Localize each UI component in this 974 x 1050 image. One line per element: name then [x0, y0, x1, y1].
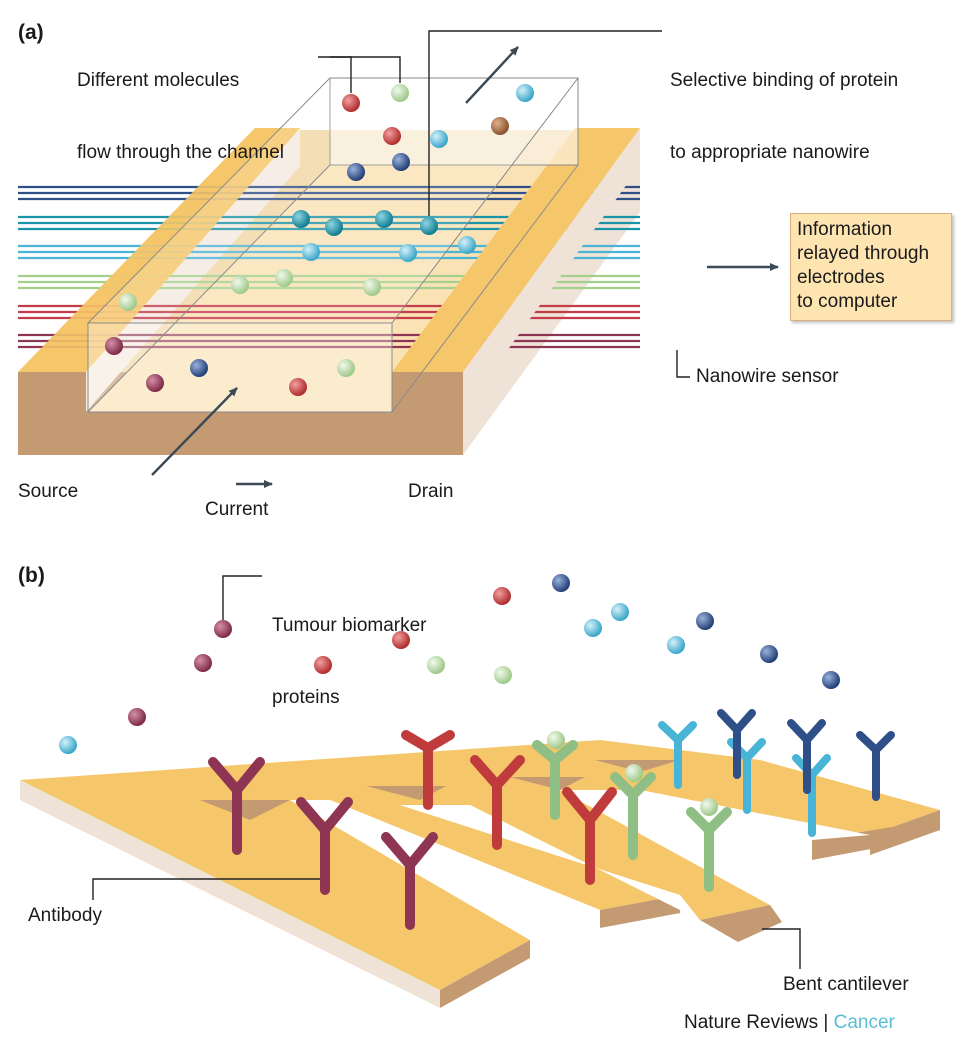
source-electrode-top-front [18, 128, 300, 372]
molecules-label: Different molecules flow through the cha… [77, 21, 284, 189]
drain-label: Drain [408, 481, 454, 502]
molecules-label-line-2: flow through the channel [77, 142, 285, 163]
credit-publisher: Nature Reviews [684, 1012, 819, 1033]
current-label: Current [205, 499, 269, 520]
info-box-line-3: electrodes [797, 267, 885, 288]
biomarker-label: Tumour biomarker proteins [272, 566, 427, 734]
cantilever-tip-3 [700, 905, 782, 942]
nanowire-sensor-label: Nanowire sensor [696, 366, 839, 387]
source-label: Source [18, 481, 79, 502]
molecules-label-line-1: Different molecules [77, 70, 240, 91]
antibodies [208, 709, 895, 930]
nanowire-device [18, 77, 640, 455]
drain-electrode-side [463, 128, 640, 412]
info-box-line-1: Information [797, 219, 893, 240]
credit-separator: | [823, 1012, 829, 1033]
panel-b-leaders [92, 575, 801, 969]
cantilever-tip-1 [440, 940, 530, 1008]
cantilever-tip-2 [600, 895, 680, 928]
info-box-line-2: relayed through [797, 243, 930, 264]
info-box-line-4: to computer [797, 291, 898, 312]
panel-a-label: (a) [18, 21, 44, 44]
bent-cantilever-label: Bent cantilever [783, 974, 909, 995]
cantilever-front-1 [20, 780, 440, 1008]
cantilever-notch-1 [200, 800, 290, 820]
molecules-panel-b [59, 574, 840, 816]
cantilever-notch-3 [510, 777, 585, 790]
biomarker-label-line-2: proteins [272, 687, 340, 708]
cantilever-gap-1 [290, 800, 600, 940]
cantilever-tip-5 [812, 827, 892, 860]
panel-a-leaders [318, 30, 690, 378]
credit-line: Nature Reviews | Cancer [684, 1012, 895, 1034]
drain-electrode-top [392, 128, 640, 372]
panel-b-label: (b) [18, 564, 45, 587]
biomarker-label-line-1: Tumour biomarker [272, 615, 427, 636]
flow-arrow-in [151, 387, 238, 476]
binding-label-line-1: Selective binding of protein [670, 70, 899, 91]
drain-electrode-front [392, 372, 463, 412]
binding-label-line-2: to appropriate nanowire [670, 142, 870, 163]
info-box: Information relayed through electrodes t… [790, 213, 952, 321]
antibody-label: Antibody [28, 905, 102, 926]
cantilever-array [20, 740, 940, 1008]
molecules-panel-a [105, 84, 534, 396]
source-electrode-front [18, 372, 86, 412]
flow-arrow-out [465, 46, 519, 104]
binding-label: Selective binding of protein to appropri… [670, 21, 898, 189]
credit-journal: Cancer [833, 1012, 895, 1033]
